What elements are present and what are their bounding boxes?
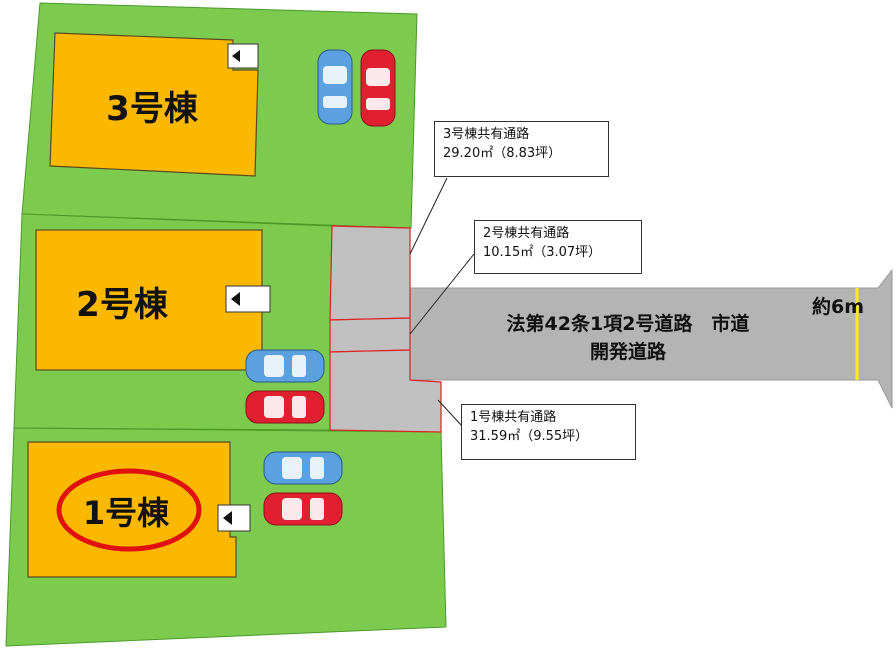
building-3-label: 3号棟 xyxy=(106,89,199,129)
building-2-label: 2号棟 xyxy=(76,285,169,325)
callout-shared-path-3: 3号棟共有通路 29.20㎡（8.83坪） xyxy=(434,121,609,177)
building-1 xyxy=(27,441,237,578)
callout-area: 29.20㎡（8.83坪） xyxy=(443,146,562,161)
building-3 xyxy=(49,32,259,177)
highlight-ring-building-1 xyxy=(56,468,202,552)
road-width-label: 約6m xyxy=(812,295,864,318)
shared-path-2 xyxy=(329,317,411,353)
road-classification-label: 法第42条1項2号道路 市道 xyxy=(507,312,750,335)
road xyxy=(409,268,893,409)
car-icon xyxy=(245,349,325,383)
callout-title: 2号棟共有通路 xyxy=(483,226,570,241)
leader-line-3 xyxy=(409,177,448,255)
shared-path-1 xyxy=(329,349,442,433)
leader-line-1 xyxy=(437,399,463,427)
building-1-label: 1号棟 xyxy=(83,494,170,532)
leader-line-2 xyxy=(409,253,475,335)
callout-shared-path-1: 1号棟共有通路 31.59㎡（9.55坪） xyxy=(461,404,636,460)
callout-shared-path-2: 2号棟共有通路 10.15㎡（3.07坪） xyxy=(474,220,642,274)
road-type-label: 開発道路 xyxy=(590,340,667,363)
entrance-arrow-icon xyxy=(217,504,251,532)
callout-area: 31.59㎡（9.55坪） xyxy=(470,429,589,444)
building-2 xyxy=(35,229,263,371)
callout-title: 3号棟共有通路 xyxy=(443,127,530,142)
callout-area: 10.15㎡（3.07坪） xyxy=(483,245,602,260)
car-icon xyxy=(263,451,343,485)
entrance-arrow-icon xyxy=(227,43,259,69)
car-icon xyxy=(317,49,353,125)
callout-title: 1号棟共有通路 xyxy=(470,410,557,425)
car-icon xyxy=(360,49,396,127)
car-icon xyxy=(245,390,325,424)
entrance-arrow-icon xyxy=(225,285,271,313)
shared-path-3 xyxy=(329,225,411,321)
car-icon xyxy=(263,492,343,526)
